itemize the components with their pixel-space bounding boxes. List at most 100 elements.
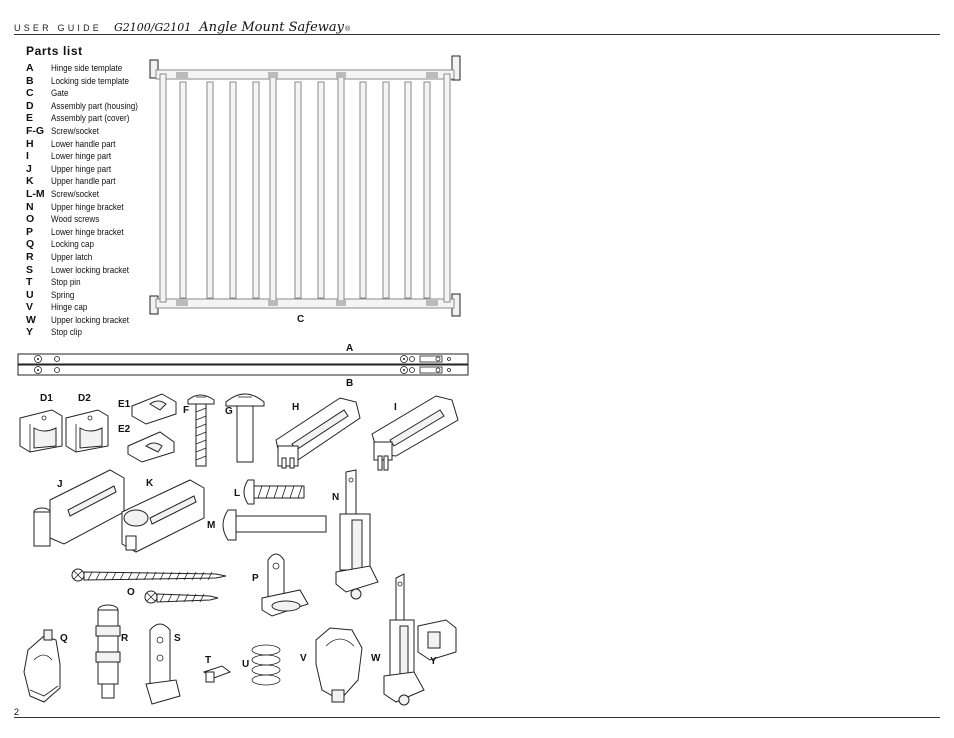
part-key: K [26, 175, 34, 188]
label-c: C [297, 314, 304, 325]
parts-list-item: W Upper locking bracket [26, 314, 152, 327]
label-d2: D2 [78, 393, 91, 404]
part-label: Assembly part (housing) [51, 99, 138, 111]
part-key: R [26, 250, 34, 263]
header-models: G2100/G2101 [114, 21, 192, 34]
parts-list-item: O Wood screws [26, 213, 152, 226]
upper-handle-k-illustration [121, 479, 205, 553]
part-label: Locking side template [51, 74, 129, 86]
label-d1: D1 [40, 393, 53, 404]
part-key: E [26, 112, 34, 125]
lower-handle-h-illustration [275, 397, 361, 469]
part-label: Locking cap [51, 238, 95, 250]
housing-d2-illustration [65, 409, 109, 453]
label-v: V [300, 653, 307, 664]
label-r: R [121, 633, 129, 644]
part-label: Screw/socket [51, 187, 99, 199]
part-key: B [26, 74, 34, 87]
upper-latch-r-illustration [95, 604, 121, 699]
header-brand-logo: Angle Mount Safeway [199, 20, 344, 35]
label-q: Q [60, 633, 68, 644]
part-label: Hinge side template [51, 62, 123, 73]
part-key: N [26, 200, 34, 213]
locking-cap-q-illustration [23, 629, 61, 703]
part-label: Stop clip [51, 326, 82, 338]
label-n: N [332, 492, 339, 503]
part-key: W [26, 313, 36, 326]
upper-hinge-bracket-n-illustration [335, 469, 379, 600]
part-key: V [26, 301, 34, 314]
label-u: U [242, 659, 249, 670]
label-o: O [127, 587, 135, 598]
parts-list-title: Parts list [26, 44, 83, 58]
part-key: Y [26, 326, 34, 339]
label-w: W [371, 653, 381, 664]
part-label: Upper handle part [51, 175, 116, 187]
label-a: A [346, 343, 353, 354]
label-e1: E1 [118, 399, 131, 410]
parts-list-item: K Upper handle part [26, 175, 152, 188]
spring-u-illustration [251, 644, 281, 686]
lower-hinge-i-illustration [371, 395, 459, 471]
label-m: M [207, 520, 215, 531]
part-key: T [26, 276, 33, 289]
part-key: I [26, 150, 29, 163]
part-label: Upper locking bracket [51, 313, 129, 325]
part-key: O [26, 213, 35, 226]
parts-list-item: P Lower hinge bracket [26, 226, 152, 239]
label-f: F [183, 405, 189, 416]
cover-e2-illustration [127, 431, 175, 463]
lower-locking-bracket-s-illustration [145, 623, 181, 705]
page-header: USER GUIDE G2100/G2101 Angle Mount Safew… [14, 20, 350, 35]
wood-screws-o-illustration [71, 568, 227, 604]
upper-locking-bracket-w-illustration [383, 573, 425, 706]
part-key: L-M [26, 187, 45, 200]
part-key: S [26, 263, 34, 276]
label-l: L [234, 488, 240, 499]
parts-list-item: E Assembly part (cover) [26, 112, 152, 125]
header-guide: USER GUIDE [14, 23, 103, 33]
parts-list-item: D Assembly part (housing) [26, 100, 152, 113]
screw-l-illustration [243, 479, 305, 505]
footer-rule [14, 717, 940, 718]
parts-list-item: L-M Screw/socket [26, 188, 152, 201]
part-label: Wood screws [51, 213, 100, 225]
part-key: A [26, 62, 34, 74]
label-g: G [225, 406, 233, 417]
screw-f-illustration [187, 394, 215, 467]
gate-illustration [149, 55, 461, 317]
part-label: Lower hinge bracket [51, 225, 124, 237]
part-label: Upper hinge part [51, 162, 112, 174]
part-label: Hinge cap [51, 301, 88, 313]
label-j: J [57, 479, 63, 490]
part-label: Spring [51, 288, 75, 300]
header-rule [14, 34, 940, 35]
part-key: D [26, 99, 34, 112]
part-label: Screw/socket [51, 124, 99, 136]
upper-hinge-j-illustration [33, 469, 125, 547]
parts-list-item: Q Locking cap [26, 238, 152, 251]
part-label: Lower hinge part [51, 150, 112, 162]
label-k: K [146, 478, 154, 489]
part-label: Assembly part (cover) [51, 112, 130, 124]
part-key: Q [26, 238, 35, 251]
template-a-illustration [17, 353, 469, 365]
label-i: I [394, 402, 397, 413]
housing-d1-illustration [19, 409, 63, 453]
label-b: B [346, 378, 353, 389]
parts-list-item: I Lower hinge part [26, 150, 152, 163]
label-e2: E2 [118, 424, 131, 435]
stop-pin-t-illustration [202, 665, 232, 683]
parts-list-item: V Hinge cap [26, 301, 152, 314]
part-label: Lower handle part [51, 137, 116, 149]
part-key: P [26, 225, 34, 238]
part-key: F-G [26, 124, 45, 137]
socket-g-illustration [225, 393, 265, 463]
